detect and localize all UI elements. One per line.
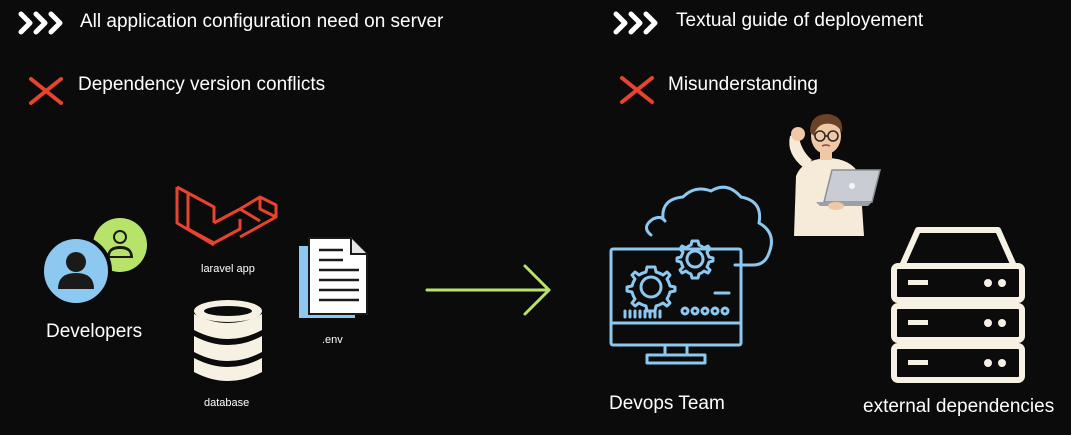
- triple-chevron-icon: [612, 10, 664, 36]
- database-icon: [190, 298, 266, 386]
- dependency-conflicts-text: Dependency version conflicts: [78, 74, 326, 95]
- document-icon: [297, 236, 371, 322]
- config-needed-text: All application configuration need on se…: [80, 11, 444, 32]
- laravel-logo-icon: [174, 183, 282, 253]
- database-label: database: [204, 397, 250, 409]
- laravel-app-label: laravel app: [201, 263, 255, 275]
- confused-person-laptop-icon: [776, 110, 886, 240]
- misunderstanding-text: Misunderstanding: [668, 74, 818, 95]
- env-label: .env: [322, 334, 343, 346]
- users-icon: [38, 215, 153, 310]
- triple-chevron-icon: [17, 10, 69, 36]
- red-cross-icon: [618, 74, 656, 106]
- devops-team-label: Devops Team: [609, 393, 725, 414]
- right-arrow-icon: [425, 262, 555, 318]
- external-dependencies-label: external dependencies: [863, 396, 1055, 417]
- cloud-monitor-gears-icon: [603, 183, 783, 373]
- textual-guide-text: Textual guide of deployement: [676, 10, 924, 31]
- red-cross-icon: [27, 75, 65, 107]
- developers-label: Developers: [46, 321, 143, 342]
- server-stack-icon: [888, 226, 1028, 386]
